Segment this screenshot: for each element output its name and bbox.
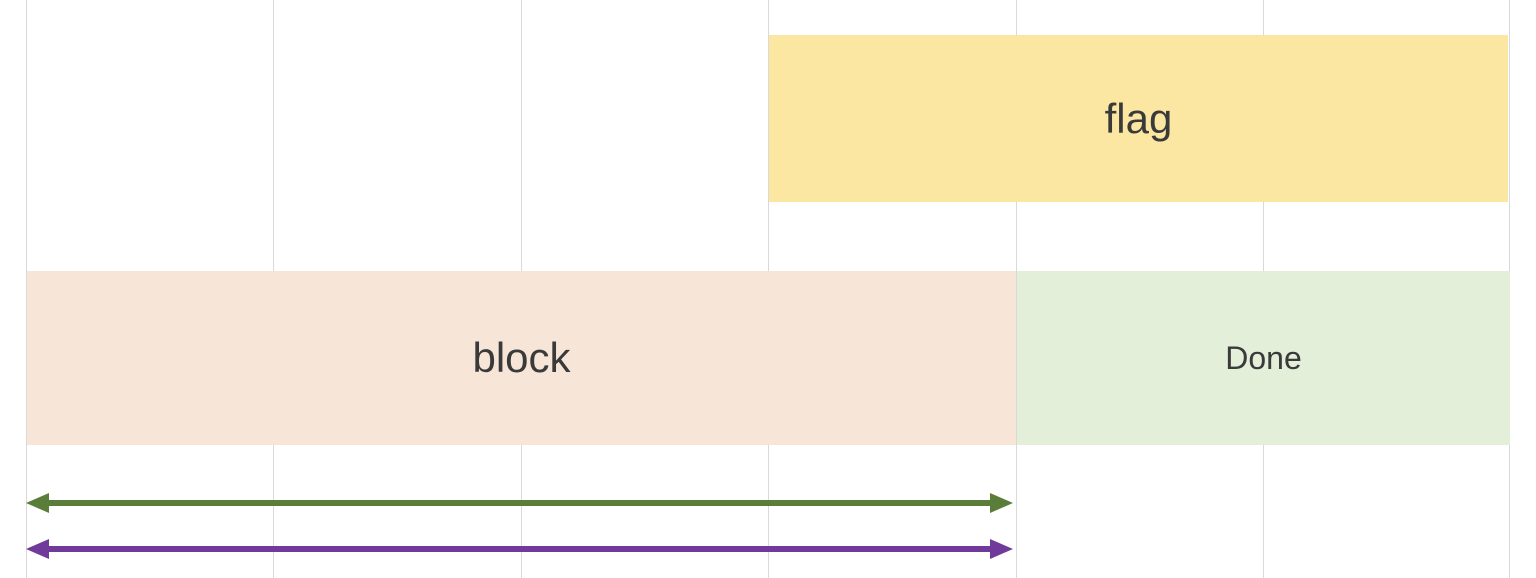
done-bar-label: Done [1225, 339, 1302, 376]
green-span-arrow [26, 493, 1013, 513]
block-bar[interactable]: block [27, 271, 1016, 445]
flag-bar-label: flag [1104, 94, 1173, 142]
column-gridline [26, 0, 27, 578]
purple-span-arrow [26, 539, 1013, 559]
block-bar-label: block [472, 334, 571, 381]
done-bar[interactable]: Done [1017, 271, 1510, 445]
flag-bar[interactable]: flag [769, 35, 1508, 202]
column-gridline [1016, 0, 1017, 578]
